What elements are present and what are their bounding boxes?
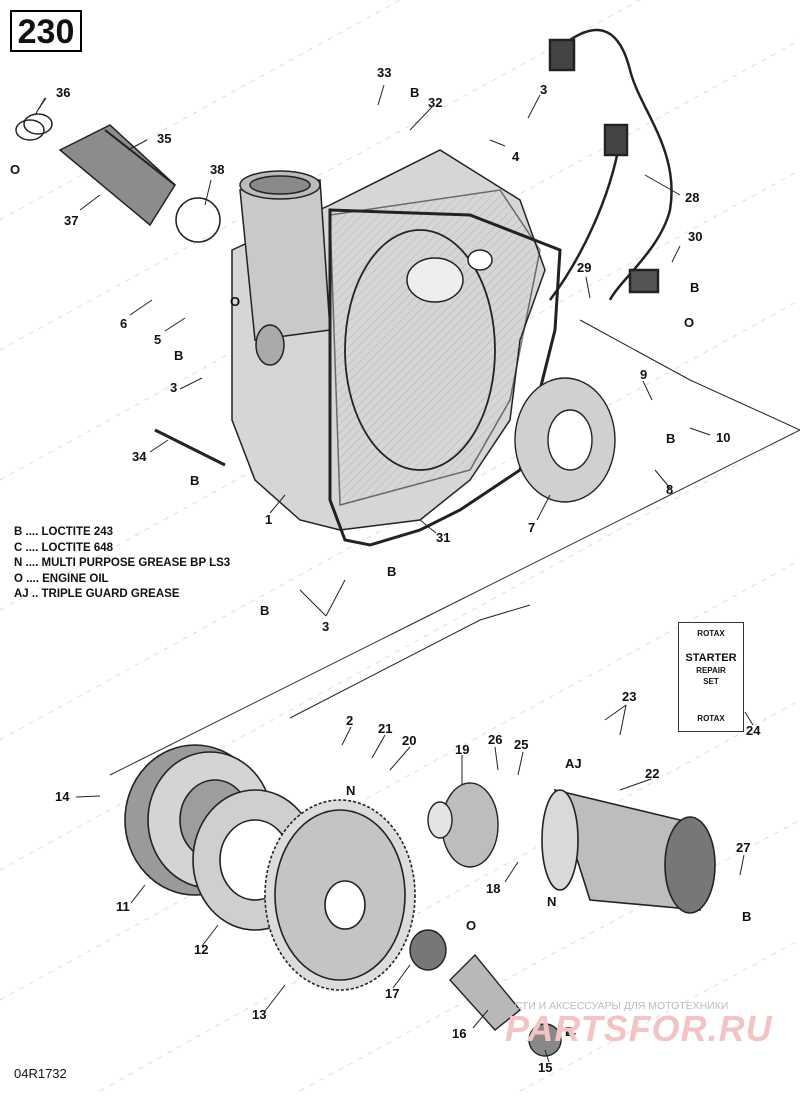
- callout-label: N: [346, 783, 356, 798]
- callout-label: 27: [736, 840, 751, 855]
- callout-label: B: [690, 280, 700, 295]
- callout-label: 11: [116, 899, 130, 914]
- callout-label: 6: [120, 316, 128, 331]
- legend-row: AJ .. TRIPLE GUARD GREASE: [14, 588, 180, 600]
- callout-label: 16: [452, 1026, 467, 1041]
- starter-card-title: STARTER: [685, 652, 737, 664]
- starter-card-brand: ROTAX: [697, 629, 725, 638]
- callout-label: 8: [666, 482, 674, 497]
- stator: [514, 377, 616, 503]
- legend-code: C: [14, 541, 23, 554]
- callout-label: 3: [322, 619, 330, 634]
- legend-row: B .... LOCTITE 243: [14, 526, 114, 538]
- callout-label: 37: [64, 213, 79, 228]
- callout-label: 22: [645, 766, 660, 781]
- legend-code: B: [14, 526, 23, 538]
- callout-label: AJ: [565, 756, 582, 771]
- reference-code: 04R1732: [14, 1066, 67, 1081]
- callout-label: O: [230, 294, 241, 309]
- legend-text: LOCTITE 648: [41, 541, 114, 554]
- callout-label: 9: [640, 367, 648, 382]
- callout-label: 34: [132, 449, 147, 464]
- callout-label: 7: [528, 520, 536, 535]
- legend-code: AJ: [14, 588, 29, 600]
- callout-label: N: [547, 894, 557, 909]
- engine-case: [231, 149, 546, 531]
- callout-label: 3: [170, 380, 178, 395]
- callout-label: 30: [688, 229, 703, 244]
- callout-label: 26: [488, 732, 503, 747]
- callout-label: B: [387, 564, 397, 579]
- callout-label: 12: [194, 942, 209, 957]
- callout-label: 19: [455, 742, 470, 757]
- drive-gear: [264, 799, 416, 991]
- starter-motor: [541, 788, 716, 914]
- legend-row: N .... MULTI PURPOSE GREASE BP LS3: [14, 557, 231, 569]
- legend-code: O: [14, 572, 23, 585]
- callout-label: B: [410, 85, 420, 100]
- callout-label: 33: [377, 65, 392, 80]
- callout-label: O: [10, 162, 21, 177]
- gasket: [328, 208, 562, 547]
- callout-label: O: [684, 315, 695, 330]
- callout-label: 1: [265, 512, 273, 527]
- bolt: [154, 428, 226, 467]
- callout-label: 25: [514, 737, 529, 752]
- watermark-logo: PARTSFOR.RU: [505, 1008, 773, 1049]
- callout-label: 32: [428, 95, 443, 110]
- callout-label: B: [565, 1024, 575, 1039]
- callout-label: 38: [210, 162, 225, 177]
- callout-label: O: [466, 918, 477, 933]
- callout-label: 2: [346, 713, 354, 728]
- callout-label: B: [174, 348, 184, 363]
- callout-label: 13: [252, 1007, 267, 1022]
- page-number: 230: [10, 10, 82, 52]
- seal: [409, 929, 447, 971]
- callout-label: 23: [622, 689, 637, 704]
- callout-label: B: [190, 473, 200, 488]
- callout-label: B: [742, 909, 752, 924]
- starter-repair-set-card: ROTAX STARTER REPAIR SET ROTAX: [678, 622, 744, 732]
- legend-row: O .... ENGINE OIL: [14, 572, 109, 585]
- callout-label: 31: [436, 530, 451, 545]
- callout-label: 29: [577, 260, 592, 275]
- legend: B .... LOCTITE 243 C .... LOCTITE 648 N …: [14, 525, 230, 603]
- callout-label: 10: [716, 430, 731, 445]
- starter-card-line2: REPAIR: [696, 666, 726, 675]
- callout-label: C: [567, 1024, 577, 1039]
- callout-label: 28: [685, 190, 700, 205]
- callout-label: 4: [512, 149, 520, 164]
- callout-label: B: [260, 603, 270, 618]
- shaft: [449, 953, 562, 1057]
- callout-label: 14: [55, 789, 70, 804]
- legend-code: N: [14, 557, 23, 569]
- callout-label: 36: [56, 85, 71, 100]
- legend-text: TRIPLE GUARD GREASE: [41, 588, 180, 600]
- starter-card-line3: SET: [703, 677, 719, 686]
- idler-gear: [427, 782, 499, 868]
- callout-label: 21: [378, 721, 393, 736]
- legend-text: MULTI PURPOSE GREASE BP LS3: [41, 557, 231, 569]
- legend-text: LOCTITE 243: [41, 526, 114, 538]
- callout-label: 24: [746, 723, 761, 738]
- intake-hose: [15, 113, 221, 243]
- watermark-caption: ЗАПЧАСТИ И АКСЕССУАРЫ ДЛЯ МОТОТЕХНИКИ: [480, 1000, 729, 1012]
- callout-label: 3: [540, 82, 548, 97]
- callout-label: 5: [154, 332, 162, 347]
- callout-label: 35: [157, 131, 172, 146]
- leader-lines: [34, 84, 800, 1063]
- callout-label: 17: [385, 986, 400, 1001]
- callout-label: 18: [486, 881, 501, 896]
- wire-harness: [548, 28, 673, 301]
- legend-row: C .... LOCTITE 648: [14, 541, 114, 554]
- callout-label: B: [666, 431, 676, 446]
- callout-label: 20: [402, 733, 417, 748]
- legend-text: ENGINE OIL: [42, 572, 109, 585]
- starter-card-brand-bottom: ROTAX: [697, 714, 725, 723]
- callout-label: 15: [538, 1060, 553, 1075]
